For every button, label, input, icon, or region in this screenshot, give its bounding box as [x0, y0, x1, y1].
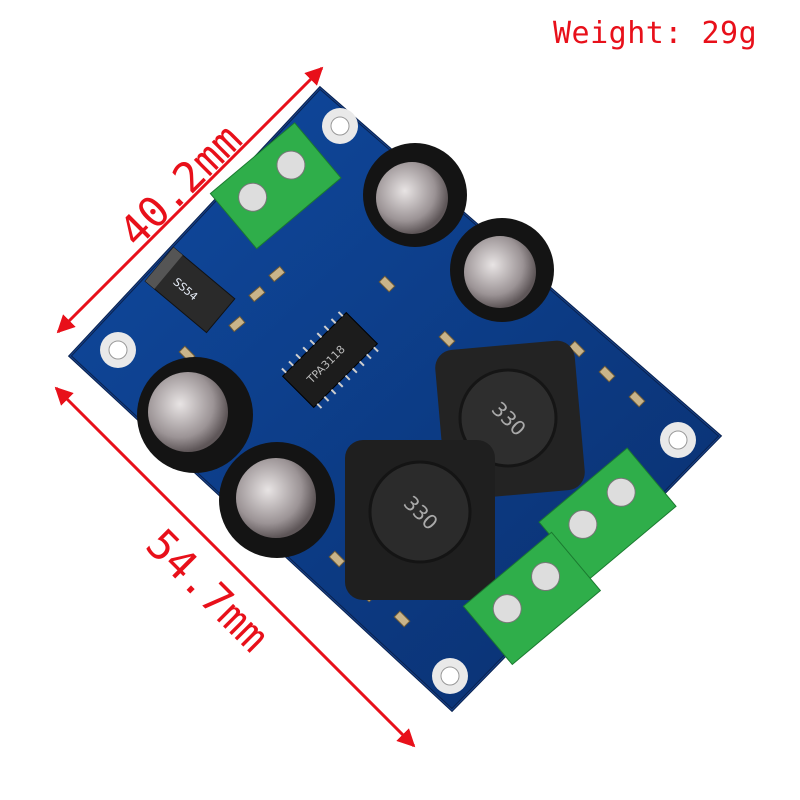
inductor-2: 330: [345, 440, 495, 600]
weight-label: Weight: 29g: [553, 16, 758, 51]
output-terminal: [462, 531, 602, 666]
mounting-holes: [100, 108, 696, 694]
width-arrow: [56, 66, 324, 334]
capacitor: [137, 357, 253, 473]
length-arrow: [54, 386, 416, 748]
capacitor: [219, 442, 335, 558]
capacitor: [363, 143, 467, 247]
power-terminal: [538, 447, 677, 581]
capacitor: [450, 218, 554, 322]
